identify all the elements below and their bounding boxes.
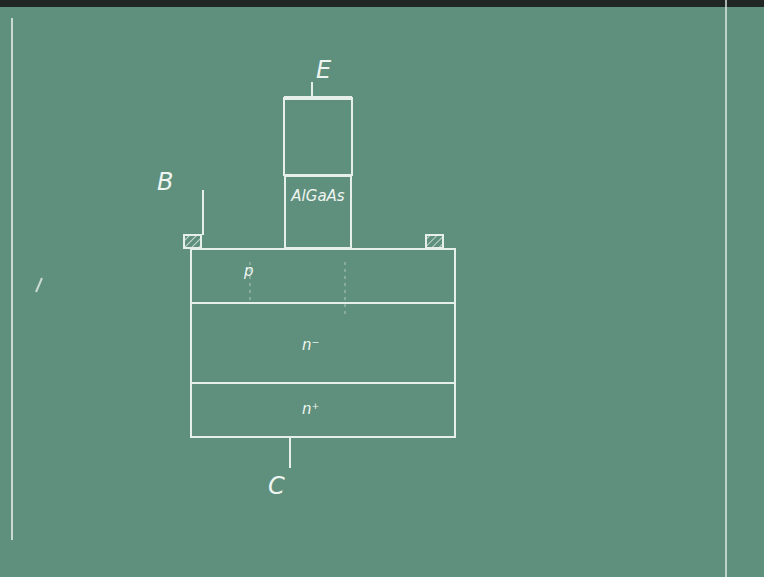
terminal-label: E [316, 58, 331, 82]
board-margin-line [725, 0, 727, 577]
chalk-mark [345, 262, 346, 318]
emitter-layer: AlGaAs [284, 175, 352, 249]
board-margin-line [11, 18, 13, 540]
base-wire [202, 190, 204, 235]
terminal-label: B [157, 170, 173, 194]
layer-label: n⁺ [302, 402, 319, 417]
board-frame [0, 0, 764, 7]
collector-wire [289, 438, 291, 468]
terminal-label: C [268, 474, 285, 498]
subcollector-layer: n⁺ [190, 382, 456, 438]
chalk-mark [36, 278, 42, 292]
layer-label: AlGaAs [291, 189, 344, 204]
layer-label: n⁻ [302, 338, 319, 353]
base-contact [426, 235, 443, 248]
emitter-contact [284, 96, 352, 100]
base-contact [184, 235, 201, 248]
layer-label: p [244, 264, 254, 279]
base-layer: p [190, 248, 456, 304]
emitter-wire [311, 82, 313, 98]
collector-layer: n⁻ [190, 302, 456, 384]
emitter-cap [284, 98, 352, 175]
